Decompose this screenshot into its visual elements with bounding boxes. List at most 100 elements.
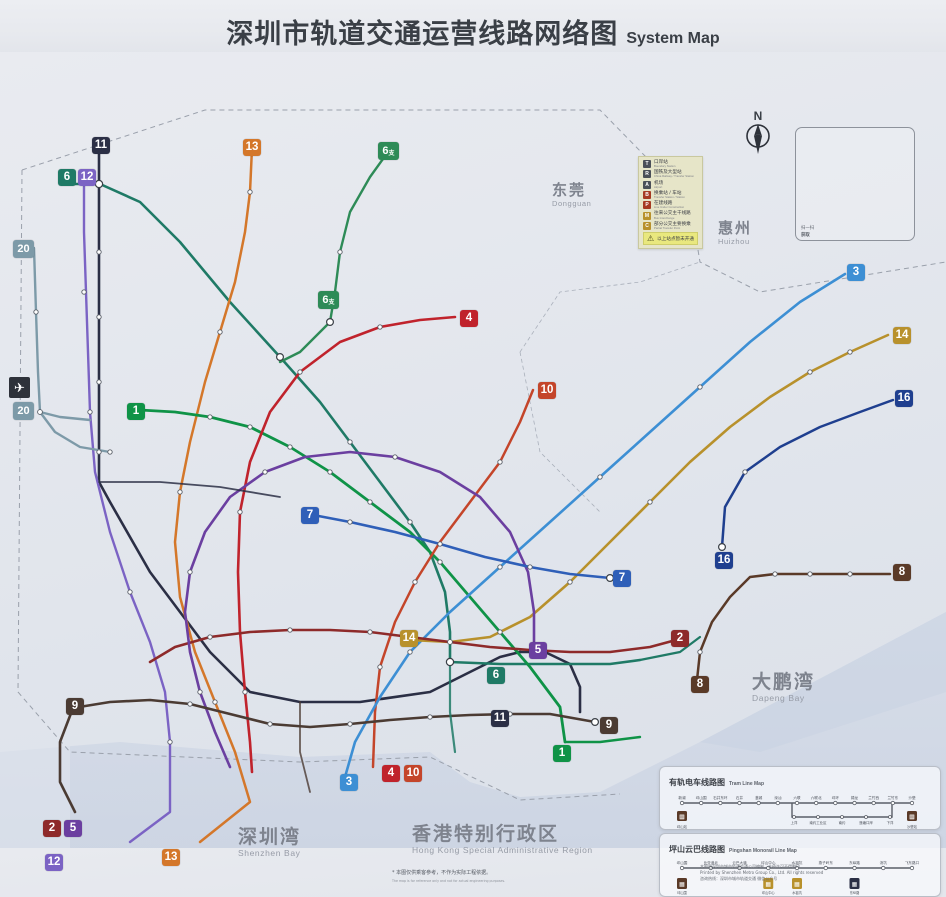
copyright-line: 咨询热线：深圳市城市轨道交通 微信公众号	[700, 875, 778, 881]
svg-text:坪山站: 坪山站	[677, 824, 688, 829]
legend-label-cn: 国铁及大型站	[654, 170, 682, 176]
legend-label-cn: 部分公交主要换乘	[654, 221, 691, 227]
legend-symbol-icon: B	[643, 190, 651, 199]
legend-note-text: 以上站点暂未开通	[657, 236, 694, 242]
line-badge-7[interactable]: 7	[613, 570, 631, 587]
legend-label-en: Bus Interchange	[654, 215, 675, 220]
legend-symbol-icon: R	[643, 170, 651, 179]
line-badge-12[interactable]: 12	[78, 169, 96, 186]
svg-text:锦龙: 锦龙	[851, 795, 859, 800]
inset-title-cn: 有轨电车线路图	[669, 778, 725, 787]
line-badge-14[interactable]: 14	[400, 630, 418, 647]
region-name-en: Shenzhen Bay	[238, 847, 301, 858]
line-badge-20[interactable]: 20	[13, 240, 34, 258]
line-badge-13[interactable]: 13	[162, 849, 180, 866]
line-badge-12[interactable]: 12	[45, 854, 63, 871]
line-badge-16[interactable]: 16	[715, 552, 733, 569]
line-badge-8[interactable]: 8	[691, 676, 709, 693]
copyright-line: Printed by Shenzhen Metro Group Co., Ltd…	[700, 869, 824, 875]
line-11-path	[97, 150, 522, 704]
line-badge-11[interactable]: 11	[491, 710, 509, 727]
line-badge-3[interactable]: 3	[847, 264, 865, 281]
legend-label-cn: 在建线路	[654, 201, 673, 207]
line-badge-11[interactable]: 11	[92, 137, 110, 154]
legend-symbol-icon: P	[643, 201, 651, 210]
line-badge-1[interactable]: 1	[127, 403, 145, 420]
svg-text:六联: 六联	[793, 795, 801, 800]
line-badge-2[interactable]: 2	[671, 630, 689, 647]
line-6-path	[64, 182, 452, 664]
line-badge-10[interactable]: 10	[538, 382, 556, 399]
svg-text:坪环: 坪环	[832, 795, 840, 800]
svg-text:▦: ▦	[765, 882, 771, 888]
inset-title-en: Tram Line Map	[729, 781, 765, 787]
scan-line1: 扫一扫	[801, 226, 815, 232]
legend-symbol-icon: T	[643, 160, 651, 169]
legend-label-cn: 往来公交主干线路	[654, 211, 691, 217]
line-badge-1[interactable]: 1	[553, 745, 571, 762]
line-badge-5[interactable]: 5	[64, 820, 82, 837]
line-3-path	[343, 272, 847, 779]
svg-text:▦: ▦	[679, 882, 685, 888]
svg-text:新澜: 新澜	[678, 795, 686, 800]
svg-text:莲塘口岸: 莲塘口岸	[859, 820, 873, 825]
svg-text:下洋: 下洋	[887, 820, 894, 825]
scan-info-panel[interactable]: 扫一扫 获取	[795, 127, 915, 241]
page-title: 深圳市轨道交通运营线路网络图 System Map	[0, 12, 946, 51]
line-badge-3[interactable]: 3	[340, 774, 358, 791]
line-16-path	[720, 398, 895, 549]
scan-line2: 获取	[801, 231, 810, 237]
line-badge-4[interactable]: 4	[382, 765, 400, 782]
city-boundary-dashed	[21, 109, 946, 293]
line-badge-9[interactable]: 9	[600, 717, 618, 734]
legend-label-en: China Railway / Transfer Station	[654, 174, 694, 179]
svg-text:南约工业区: 南约工业区	[810, 820, 828, 825]
svg-text:▦: ▦	[679, 815, 685, 821]
line-badge-14[interactable]: 14	[893, 327, 911, 344]
line-badge-20[interactable]: 20	[13, 402, 34, 420]
legend-label-cn: 机场	[654, 180, 664, 186]
svg-text:深汕: 深汕	[774, 795, 782, 800]
svg-text:石井东环: 石井东环	[713, 795, 728, 800]
line-badge-10[interactable]: 10	[404, 765, 422, 782]
line-badge-7[interactable]: 7	[301, 507, 319, 524]
title-chinese: 深圳市轨道交通运营线路网络图	[226, 19, 619, 50]
line-badge-2[interactable]: 2	[43, 820, 61, 837]
svg-text:坪山围: 坪山围	[677, 860, 688, 865]
line-badge-6[interactable]: 6	[58, 169, 76, 186]
legend-label-cn: 换乘站 / 车站	[654, 190, 682, 196]
line-8-path	[695, 572, 892, 682]
line-badge-4[interactable]: 4	[460, 310, 478, 327]
line-badge-6[interactable]: 6	[487, 667, 505, 684]
legend-symbol-icon: M	[643, 211, 651, 220]
line-badge-8[interactable]: 8	[893, 564, 911, 581]
svg-text:飞东路口: 飞东路口	[905, 860, 920, 865]
svg-text:石井: 石井	[736, 795, 744, 800]
svg-text:沙壆站: 沙壆站	[907, 824, 918, 829]
line-badge-9[interactable]: 9	[66, 698, 84, 715]
inset-title: 有轨电车线路图 Tram Line Map	[669, 772, 764, 790]
svg-text:▦: ▦	[852, 882, 858, 888]
footnote-line-cn: * 本图仅供乘客参考，不作为实际工程依据。	[392, 870, 492, 876]
warning-triangle-icon: ⚠	[647, 233, 655, 243]
metro-network-svg[interactable]	[0, 52, 946, 848]
svg-text:东纵路: 东纵路	[850, 890, 860, 895]
inset-diagram: 新澜坪山围石井东环石井荟城深汕六联六联北坪环锦龙兰竹西兰竹东沙壆上洋南约工业区南…	[677, 795, 918, 829]
line-badge-16[interactable]: 16	[895, 390, 913, 407]
svg-text:坪山围: 坪山围	[696, 795, 707, 800]
line-badge-5[interactable]: 5	[529, 642, 547, 659]
svg-text:兰竹西: 兰竹西	[868, 795, 879, 800]
svg-text:兰竹东: 兰竹东	[887, 795, 898, 800]
title-english: System Map	[626, 30, 720, 47]
line-badge-13[interactable]: 13	[243, 139, 261, 156]
